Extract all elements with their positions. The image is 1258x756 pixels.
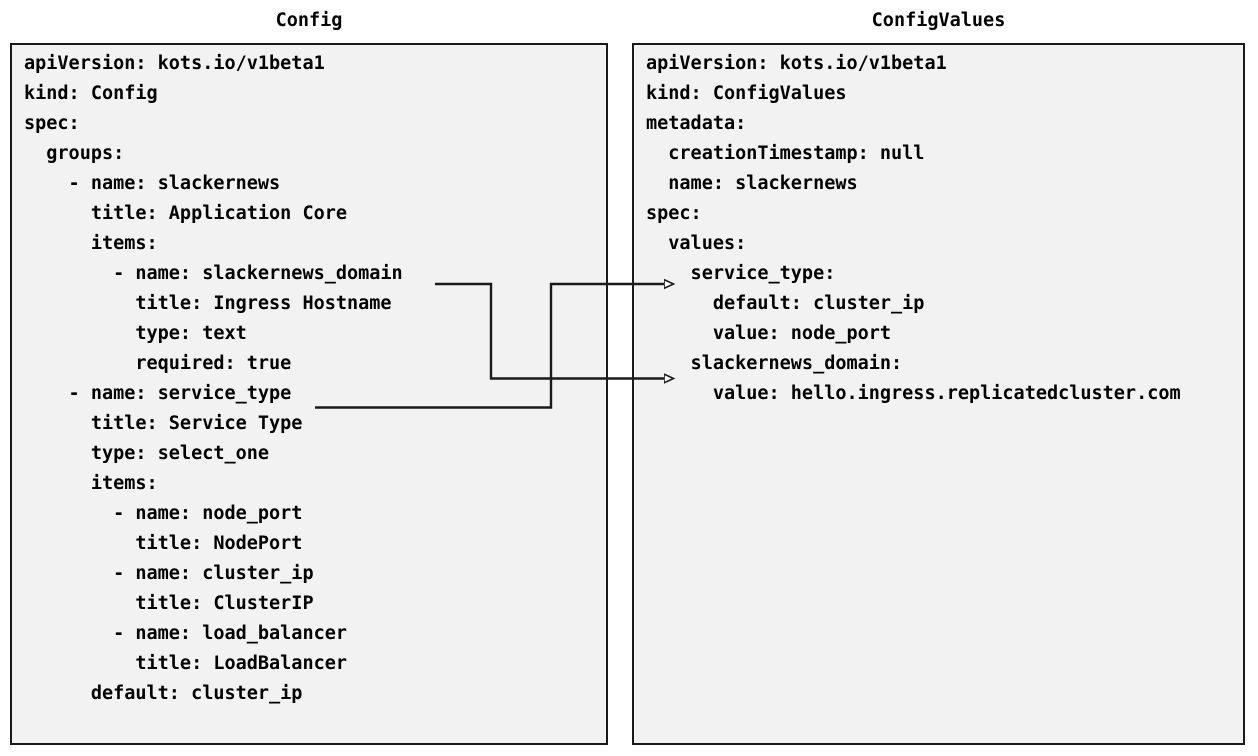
configvalues-panel-title: ConfigValues [871,10,1006,31]
config-panel-title: Config [275,10,343,31]
config-yaml-code: apiVersion: kots.io/v1beta1 kind: Config… [24,53,403,704]
configvalues-yaml-panel: apiVersion: kots.io/v1beta1 kind: Config… [632,43,1245,745]
config-yaml-panel: apiVersion: kots.io/v1beta1 kind: Config… [10,43,608,745]
configvalues-yaml-code: apiVersion: kots.io/v1beta1 kind: Config… [646,53,1181,404]
